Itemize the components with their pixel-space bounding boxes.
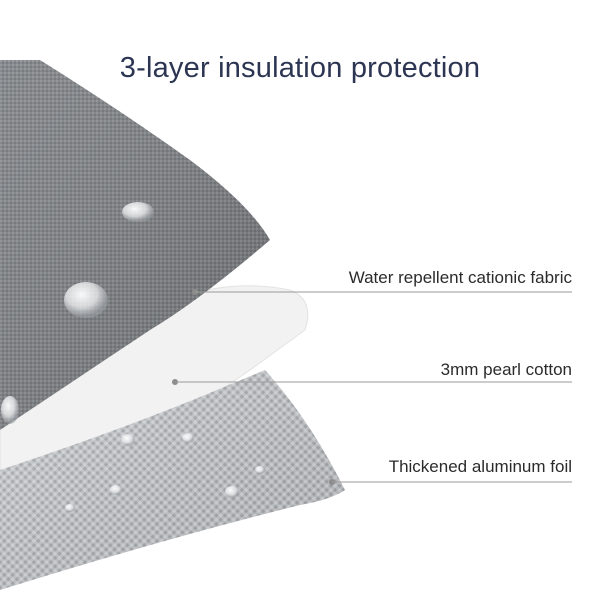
layer-label-pearl-cotton: 3mm pearl cotton [440,360,572,379]
leader-line-aluminum-foil [329,479,572,485]
water-droplet-icon [122,202,154,222]
water-droplet-icon [64,282,108,318]
layer-label-fabric: Water repellent cationic fabric [348,268,572,287]
layer-label-aluminum-foil: Thickened aluminum foil [388,457,572,476]
water-droplet-icon [1,396,19,424]
page-title: 3-layer insulation protection [119,52,481,84]
leader-line-fabric [192,289,572,295]
leader-line-pearl-cotton [172,379,572,385]
